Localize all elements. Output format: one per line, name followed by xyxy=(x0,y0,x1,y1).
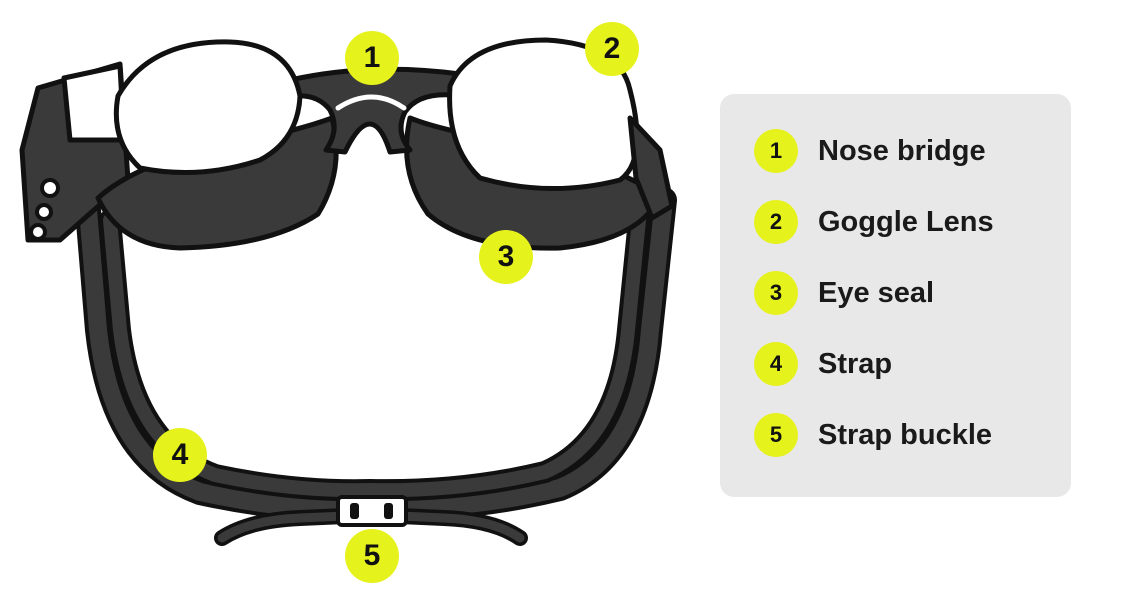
legend-number-4: 4 xyxy=(754,342,798,386)
legend-panel: 1 Nose bridge 2 Goggle Lens 3 Eye seal 4… xyxy=(720,94,1071,497)
strap-buckle xyxy=(336,495,408,527)
nose-bridge xyxy=(279,66,465,155)
callout-badge-4: 4 xyxy=(153,428,207,482)
legend-number-1: 1 xyxy=(754,129,798,173)
callout-badge-1: 1 xyxy=(345,31,399,85)
legend-label-goggle-lens: Goggle Lens xyxy=(818,205,994,238)
side-clip-right xyxy=(627,115,675,221)
callout-badge-5: 5 xyxy=(345,529,399,583)
legend-item-strap: 4 Strap xyxy=(754,341,892,387)
legend-label-strap-buckle: Strap buckle xyxy=(818,418,993,451)
goggle-lens-left xyxy=(113,39,303,175)
callout-badge-3: 3 xyxy=(479,230,533,284)
legend-number-2: 2 xyxy=(754,200,798,244)
legend-item-eye-seal: 3 Eye seal xyxy=(754,270,934,316)
legend-label-nose-bridge: Nose bridge xyxy=(818,134,986,167)
legend-item-strap-buckle: 5 Strap buckle xyxy=(754,412,992,458)
legend-label-eye-seal: Eye seal xyxy=(818,276,935,309)
legend-label-strap: Strap xyxy=(818,347,893,380)
legend-number-5: 5 xyxy=(754,413,798,457)
legend-number-3: 3 xyxy=(754,271,798,315)
strap-tail-left-fill xyxy=(217,511,350,543)
legend-item-goggle-lens: 2 Goggle Lens xyxy=(754,199,994,245)
goggles-diagram xyxy=(19,37,677,546)
strap-tail-right-fill xyxy=(395,511,525,543)
callout-badge-2: 2 xyxy=(585,22,639,76)
legend-item-nose-bridge: 1 Nose bridge xyxy=(754,128,986,174)
